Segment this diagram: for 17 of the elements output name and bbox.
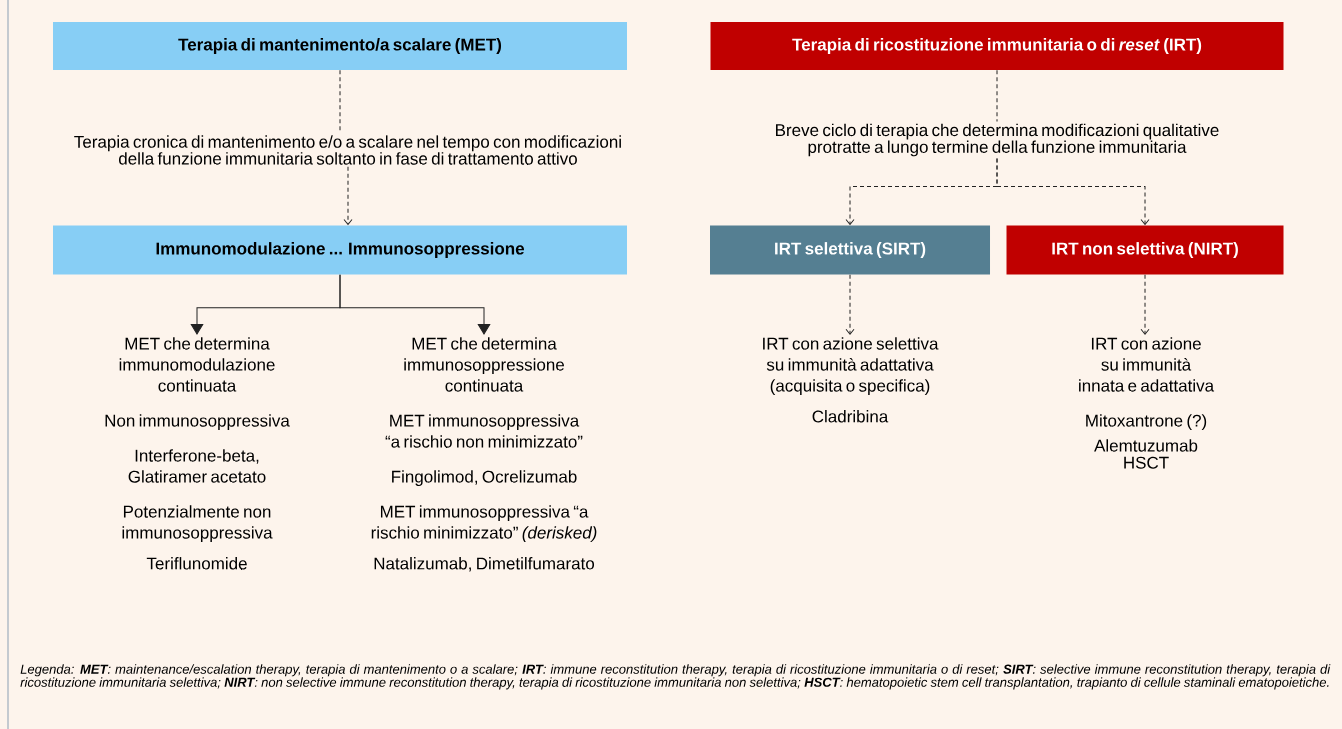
- legend-note: Legenda: MET: maintenance/escalation therapy, terapia di mantenimento o a scalare; IRT: immune reconstitution therapy, terapia di ricostituzione immunitaria o di reset; SIRT: selective immune reconstitution therapy, terapia di ricostituzione immunitaria selettiva; NIRT: non selective immune reconstitution therapy, terapia di ricostituzione immunitaria non selettiva; HSCT: hematopoietic stem cell transplantation, trapianto di cellule staminali ematopoietiche.: [20, 664, 1331, 690]
- process-box: Terapia di ricostituzione immunitaria o di reset (IRT): [710, 22, 1284, 70]
- process-box: Immunomodulazione ... Immunosoppressione: [53, 225, 627, 275]
- arrow: [343, 166, 353, 225]
- description-text: MET che determina immunosoppressione continuata MET immunosoppressiva “a rischio non minimizzato” Fingolimod, Ocrelizumab MET immunosoppressiva “a rischio minimizzato” (derisked) Natalizumab, Dimetilfumarato: [371, 337, 597, 572]
- description-text: IRT con azione su immunità innata e adattativa Mitoxantrone (?) Alemtuzumab HSCT: [1079, 337, 1215, 469]
- description-text: Breve ciclo di terapia che determina modificazioni qualitative protratte a lungo termine della funzione immunitaria: [776, 123, 1219, 157]
- process-box: IRT non selettiva (NIRT): [1006, 225, 1284, 275]
- description-text: Terapia cronica di mantenimento e/o a scalare nel tempo con modificazioni della funzione immunitaria soltanto in fase di trattamento attivo: [74, 135, 621, 165]
- arrow: [1140, 274, 1150, 335]
- process-box: Terapia di mantenimento/a scalare (MET): [53, 22, 627, 70]
- arrow: [845, 274, 855, 335]
- description-text: MET che determina immunomodulazione continuata Non immunosoppressiva Interferone-beta, Glatiramer acetato Potenzialmente non immunosoppressiva Teriflunomide: [105, 337, 290, 570]
- process-box: IRT selettiva (SIRT): [710, 225, 990, 275]
- arrow: [996, 158, 1150, 225]
- description-text: IRT con azione selettiva su immunità adattativa (acquisita o specifica) Cladribina: [763, 337, 939, 423]
- arrow: [339, 274, 491, 335]
